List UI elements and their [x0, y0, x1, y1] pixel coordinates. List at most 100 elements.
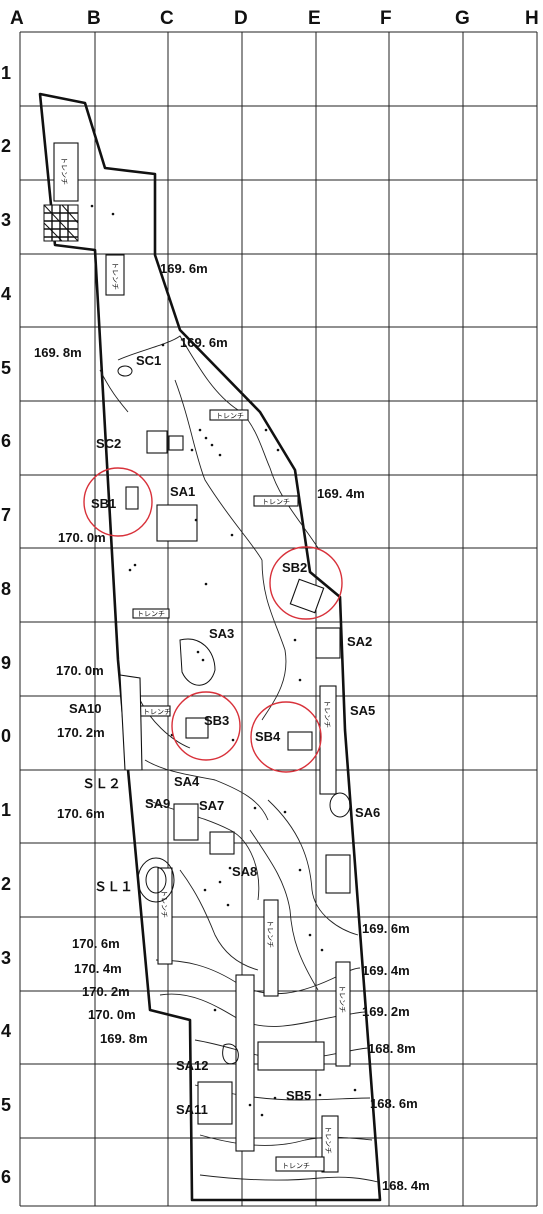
trench-label: トレンチ	[324, 1126, 332, 1154]
feature-label-sa8: SA8	[232, 864, 257, 879]
trench-box	[275, 1156, 325, 1172]
highlight-circles	[83, 467, 343, 773]
row-label: 2	[1, 136, 11, 156]
trench-box	[105, 254, 125, 296]
trench-label: トレンチ	[160, 890, 168, 918]
feature-label-sa12: SA12	[176, 1058, 209, 1073]
elevation-label: 170. 0m	[58, 530, 106, 545]
elevation-label: 169. 6m	[180, 335, 228, 350]
elevation-label: 170. 2m	[82, 984, 130, 999]
row-label: 8	[1, 579, 11, 599]
elevation-label: 168. 8m	[368, 1041, 416, 1056]
trench-box	[235, 974, 255, 1152]
col-label: G	[455, 8, 470, 29]
row-label: 6	[1, 1167, 11, 1187]
feature-label-sa2: SA2	[347, 634, 372, 649]
trench-box	[53, 142, 79, 202]
elevation-label: 170. 4m	[74, 961, 122, 976]
sb3-highlight-circle	[171, 691, 241, 761]
elevation-label: 169. 8m	[100, 1031, 148, 1046]
feature-label-sa7: SA7	[199, 798, 224, 813]
feature-labels: SC1 SC2 SB1 SA1 SB2 SA2 SA3 SA10 SB3 SB4…	[69, 353, 380, 1117]
trench-label: トレンチ	[338, 985, 346, 1013]
elevation-label: 169. 6m	[160, 261, 208, 276]
row-label: 9	[1, 653, 11, 673]
row-label: 1	[1, 800, 11, 820]
elevation-label: 170. 0m	[56, 663, 104, 678]
row-label: 2	[1, 874, 11, 894]
feature-label-sb1: SB1	[91, 496, 116, 511]
elevation-label: 169. 6m	[362, 921, 410, 936]
feature-label-sc1: SC1	[136, 353, 161, 368]
feature-label-sc2: SC2	[96, 436, 121, 451]
elevation-label: 169. 2m	[362, 1004, 410, 1019]
row-label: 0	[1, 726, 11, 746]
elevation-label: 169. 8m	[34, 345, 82, 360]
col-label: D	[234, 8, 248, 29]
trench-box	[132, 608, 170, 619]
elevation-label: 170. 6m	[72, 936, 120, 951]
feature-label-sa6: SA6	[355, 805, 380, 820]
trench-label: トレンチ	[60, 157, 68, 185]
feature-label-sa9: SA9	[145, 796, 170, 811]
col-label: C	[160, 8, 174, 29]
col-label: E	[308, 8, 321, 29]
row-label: 7	[1, 505, 11, 525]
survey-grid	[19, 31, 538, 1207]
trench-box	[335, 961, 351, 1067]
trench-box	[321, 1115, 339, 1173]
col-label: F	[380, 8, 392, 29]
row-label: 4	[1, 284, 11, 304]
feature-label-sb5: SB5	[286, 1088, 311, 1103]
row-label: 5	[1, 358, 11, 378]
sb2-highlight-circle	[269, 546, 343, 620]
feature-label-sb2: SB2	[282, 560, 307, 575]
trench-label: トレンチ	[266, 920, 274, 948]
trench-box	[319, 685, 337, 795]
trench-box	[157, 867, 173, 965]
col-label: A	[10, 8, 24, 29]
feature-label-sa10: SA10	[69, 701, 102, 716]
trench-label: トレンチ	[216, 412, 244, 420]
trench-box	[253, 495, 299, 507]
features-drawn	[117, 365, 351, 1125]
row-labels: 1 2 3 4 5 6 7 8 9 0 1 2 3 4 5 6	[1, 63, 11, 1187]
row-label: 4	[1, 1021, 11, 1041]
trench-label: トレンチ	[143, 708, 171, 716]
trench-label: トレンチ	[323, 700, 331, 728]
feature-label-sa4: SA4	[174, 774, 200, 789]
feature-label-sa1: SA1	[170, 484, 195, 499]
trench-box	[263, 899, 279, 997]
feature-label-sa5: SA5	[350, 703, 375, 718]
elevation-label: 170. 0m	[88, 1007, 136, 1022]
elevation-label: 170. 6m	[57, 806, 105, 821]
feature-label-sb3: SB3	[204, 713, 229, 728]
excavation-boundary	[38, 92, 382, 1202]
feature-label-sl1: ＳＬ１	[94, 879, 133, 894]
feature-label-sa11: SA11	[176, 1102, 208, 1117]
feature-label-sa3: SA3	[209, 626, 234, 641]
elevation-labels: 169. 6m 169. 6m 169. 8m 169. 4m 170. 0m …	[34, 261, 430, 1193]
elevation-label: 169. 4m	[317, 486, 365, 501]
elevation-label: 169. 4m	[362, 963, 410, 978]
sb4-highlight-circle	[250, 701, 322, 773]
col-label: H	[525, 8, 539, 29]
sb1-highlight-circle	[83, 467, 153, 537]
row-label: 5	[1, 1095, 11, 1115]
trench-label: トレンチ	[262, 498, 290, 506]
trench-label: トレンチ	[111, 262, 119, 290]
column-labels: A B C D E F G H	[10, 8, 539, 29]
trench-box	[209, 409, 249, 421]
row-label: 1	[1, 63, 11, 83]
row-label: 3	[1, 210, 11, 230]
feature-label-sl2: ＳＬ２	[82, 776, 121, 791]
trench-label: トレンチ	[137, 610, 165, 618]
elevation-label: 170. 2m	[57, 725, 105, 740]
cross-hatch-block	[43, 204, 79, 242]
elevation-label: 168. 4m	[382, 1178, 430, 1193]
col-label: B	[87, 8, 101, 29]
trench-label: トレンチ	[282, 1162, 310, 1170]
elevation-label: 168. 6m	[370, 1096, 418, 1111]
trenches: トレンチ トレンチ トレンチ トレンチ トレンチ トレンチ トレンチ トレンチ …	[53, 142, 351, 1173]
